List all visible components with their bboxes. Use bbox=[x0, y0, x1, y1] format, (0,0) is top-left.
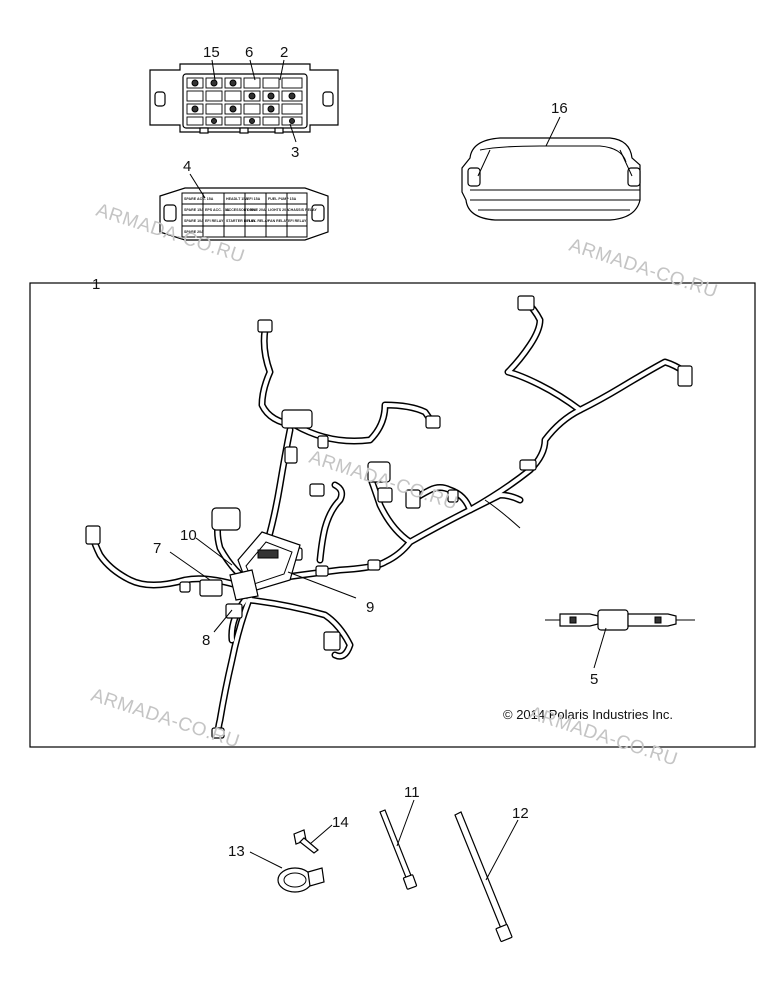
callout-4: 4 bbox=[183, 158, 191, 175]
callout-9: 9 bbox=[366, 599, 374, 616]
callout-3: 3 bbox=[291, 144, 299, 161]
fuse-label-r3d: FUEL RELAY bbox=[247, 219, 270, 223]
fuse-label-r3f: EFI RELAY bbox=[288, 219, 307, 223]
fuse-label-r3b: EFI RELAY bbox=[205, 219, 224, 223]
fuse-label-r2c: ACCESSORY 20A bbox=[226, 208, 257, 212]
cable-tie-short[interactable] bbox=[379, 809, 418, 890]
fuse-label-r1c: EFI 15A bbox=[247, 197, 261, 201]
copyright-text: © 2014 Polaris Industries Inc. bbox=[503, 707, 673, 722]
callout-16: 16 bbox=[551, 100, 568, 117]
fuse-label-r4a: SPARE 20A bbox=[184, 230, 204, 234]
relay-cover[interactable] bbox=[461, 137, 641, 221]
fuse-label-r2b: EPS ACC. 10A bbox=[205, 208, 230, 212]
fuse-box-top[interactable] bbox=[149, 63, 339, 134]
fuse-label-r3e: FAN RELAY bbox=[268, 219, 289, 223]
callout-13: 13 bbox=[228, 843, 245, 860]
watermark: ARMADA-CO.RU bbox=[566, 235, 720, 303]
fuse-label-r1d: FUEL PUMP 15A bbox=[268, 197, 297, 201]
watermarks: ARMADA-CO.RU ARMADA-CO.RU ARMADA-CO.RU A… bbox=[88, 200, 720, 771]
callout-1: 1 bbox=[92, 276, 100, 293]
callout-10: 10 bbox=[180, 527, 197, 544]
callout-14: 14 bbox=[332, 814, 349, 831]
fuse-label-r1b: HEADLT 15A bbox=[226, 197, 248, 201]
fuse-label-r2f: CHASSIS RELAY bbox=[288, 208, 317, 212]
fuse-label-r2d: DRIVE 20A bbox=[247, 208, 266, 212]
callout-11: 11 bbox=[404, 784, 420, 801]
fuse-box-cover[interactable]: SPARE ACC. 15A HEADLT 15A EFI 15A FUEL P… bbox=[159, 187, 329, 241]
cable-tie-long[interactable] bbox=[454, 811, 513, 943]
callout-numbers: 15 6 2 3 4 16 1 10 7 8 9 5 11 12 13 14 bbox=[92, 44, 598, 860]
fuse-label-r2a: SPARE 15A bbox=[184, 208, 204, 212]
wiring-harness[interactable] bbox=[85, 295, 693, 739]
assembly-frame bbox=[29, 282, 756, 748]
callout-2: 2 bbox=[280, 44, 288, 61]
callout-6: 6 bbox=[245, 44, 253, 61]
inline-fuse-holder[interactable] bbox=[545, 609, 695, 631]
callout-5: 5 bbox=[590, 671, 598, 688]
callout-15: 15 bbox=[203, 44, 220, 61]
fuse-label-r3c: STARTER RELAY bbox=[226, 219, 256, 223]
screw[interactable] bbox=[293, 829, 319, 854]
fuse-label-r3a: SPARE 10A bbox=[184, 219, 204, 223]
harness-fuse-box bbox=[229, 531, 301, 601]
callout-12: 12 bbox=[512, 805, 529, 822]
clamp[interactable] bbox=[277, 867, 325, 893]
callout-8: 8 bbox=[202, 632, 210, 649]
fuse-label-r1a: SPARE ACC. 15A bbox=[184, 197, 214, 201]
fuse-label-r2e: LIGHTS 20A bbox=[268, 208, 289, 212]
leader-lines bbox=[169, 59, 607, 881]
callout-7: 7 bbox=[153, 540, 161, 557]
